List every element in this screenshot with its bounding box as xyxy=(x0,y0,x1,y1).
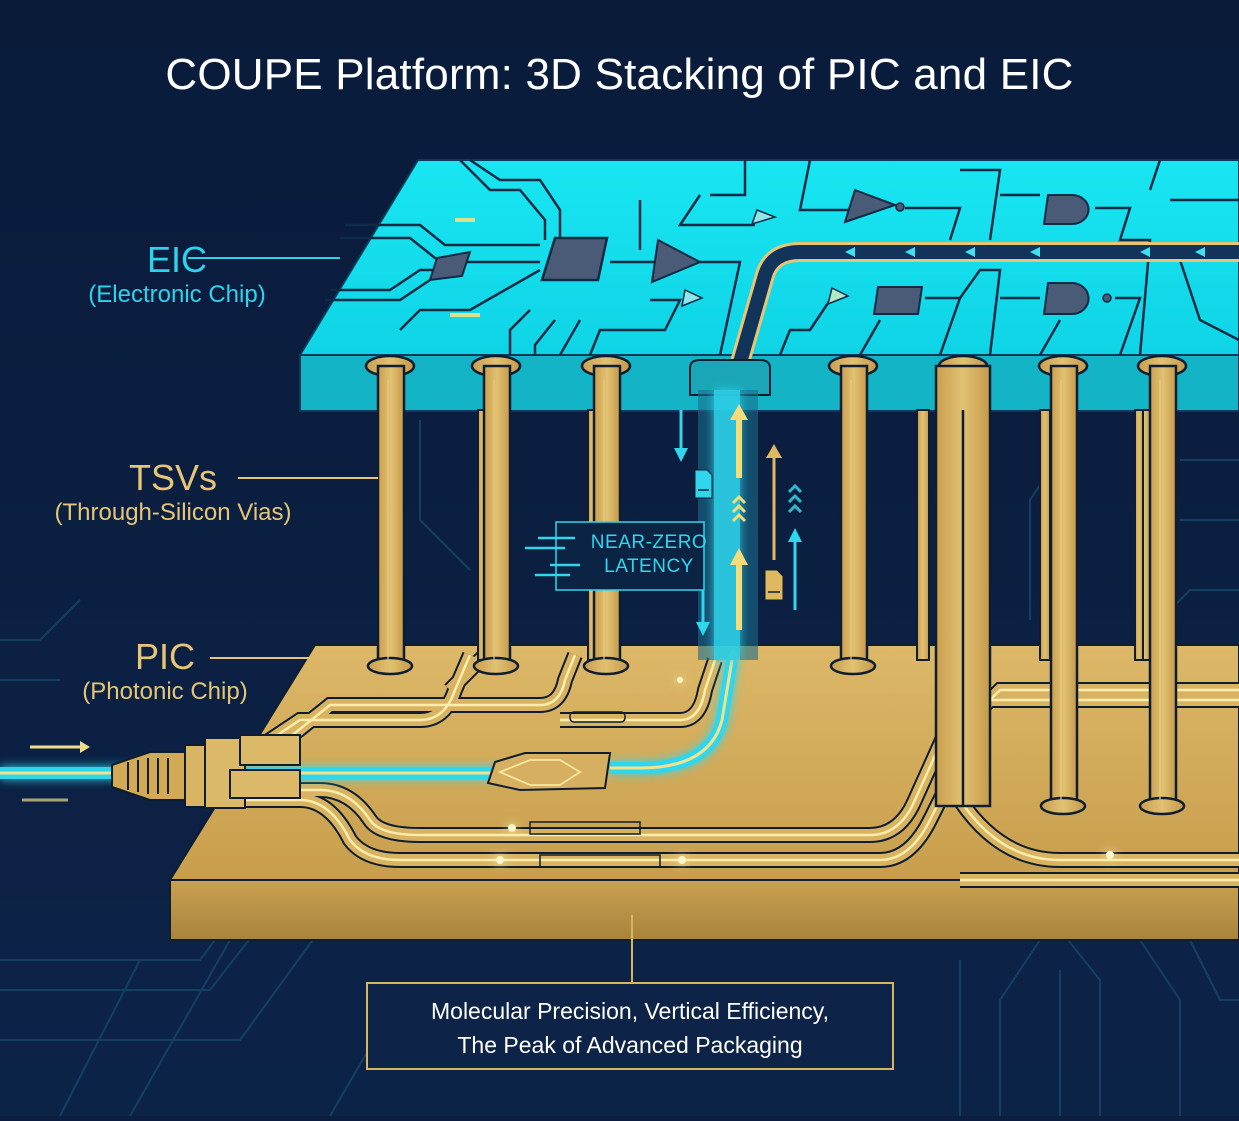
waveguide-gratings xyxy=(529,711,661,868)
eic-label: EIC (Electronic Chip) xyxy=(62,240,292,310)
optical-splitter-icon xyxy=(486,752,612,792)
fiber-connector-icon xyxy=(111,734,301,809)
eic-circuit-traces xyxy=(325,158,1239,356)
tsv-pillars xyxy=(364,354,1188,816)
data-flow-arrows xyxy=(674,410,803,636)
speed-lines-icon xyxy=(525,536,580,577)
small-triangle-icon xyxy=(826,286,850,306)
latency-callout-box xyxy=(555,521,705,591)
pic-layer-edge xyxy=(169,879,1239,941)
latency-callout: NEAR-ZERO LATENCY xyxy=(584,531,714,579)
eic-label-description: (Electronic Chip) xyxy=(88,281,266,308)
chip-icon xyxy=(540,236,609,282)
caption-line-2: The Peak of Advanced Packaging xyxy=(457,1032,803,1058)
arrow-up-icon xyxy=(766,444,782,458)
tsv-label-description: (Through-Silicon Vias) xyxy=(54,499,292,526)
document-icon xyxy=(764,569,784,601)
caption-box: Molecular Precision, Vertical Efficiency… xyxy=(366,982,894,1070)
optical-tsv xyxy=(689,359,771,660)
tsv-label: TSVs (Through-Silicon Vias) xyxy=(28,458,318,528)
eic-label-name: EIC xyxy=(146,239,207,280)
not-gate-icon xyxy=(843,188,898,224)
small-triangle-icon xyxy=(750,209,778,226)
amplifier-icon xyxy=(650,238,703,284)
small-triangle-icon xyxy=(681,288,704,308)
pic-label-description: (Photonic Chip) xyxy=(82,678,248,705)
arrow-down-icon xyxy=(696,622,710,636)
signal-sparkles xyxy=(496,677,1114,864)
latency-line-1: NEAR-ZERO xyxy=(590,532,708,553)
logic-gate-icon xyxy=(1042,282,1090,315)
background-circuit-traces xyxy=(0,420,1239,1117)
eic-component-icon xyxy=(428,250,472,282)
tsv-label-name: TSVs xyxy=(128,457,217,498)
pic-label: PIC (Photonic Chip) xyxy=(60,637,270,707)
caption-line-1: Molecular Precision, Vertical Efficiency… xyxy=(431,998,829,1024)
page-title: COUPE Platform: 3D Stacking of PIC and E… xyxy=(165,50,1074,99)
logic-gate-icon xyxy=(1042,194,1090,225)
arrow-down-icon xyxy=(674,448,688,462)
pic-label-name: PIC xyxy=(134,636,195,677)
eic-waveguide xyxy=(728,245,1239,382)
eic-component-icon xyxy=(872,286,924,315)
document-icon xyxy=(694,469,713,499)
signal-arrows xyxy=(845,247,1205,257)
input-arrow-icon xyxy=(22,741,90,802)
latency-line-2: LATENCY xyxy=(604,556,694,577)
arrow-up-icon xyxy=(788,528,802,542)
